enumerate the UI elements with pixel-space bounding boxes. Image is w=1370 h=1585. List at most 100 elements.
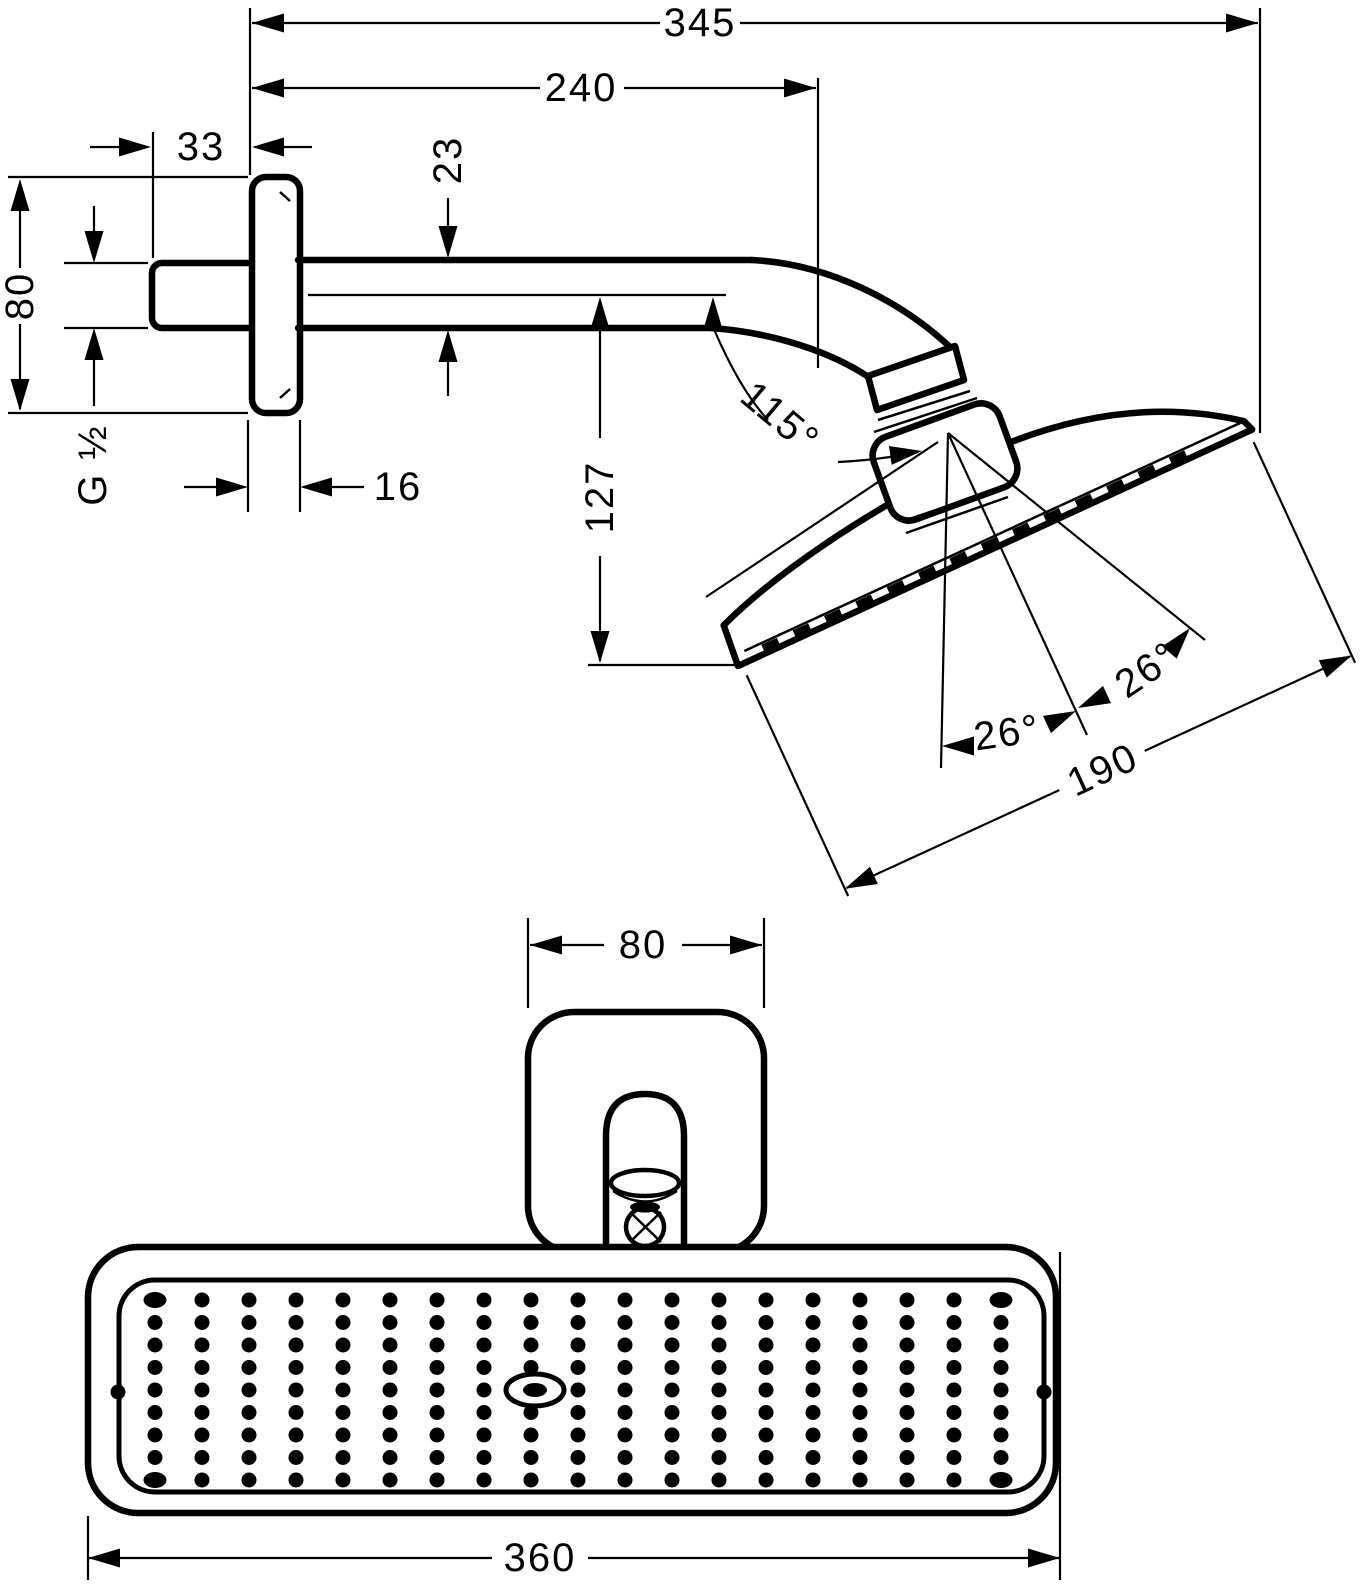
- nozzle-dot: [899, 1472, 915, 1488]
- nozzle-dot: [758, 1337, 774, 1353]
- nozzle-dot: [523, 1292, 539, 1308]
- nozzle-dot: [288, 1405, 304, 1420]
- face-nozzle-dash: [1137, 464, 1156, 479]
- nozzle-dot: [429, 1405, 445, 1420]
- nozzle-grid: [110, 1292, 1052, 1488]
- nozzle-dot: [335, 1315, 351, 1330]
- joint-construction-line: [705, 441, 939, 598]
- arm-bend-outer: [748, 256, 954, 351]
- face-nozzle-dash: [949, 551, 968, 565]
- nozzle-dot: [946, 1405, 962, 1420]
- dim-drop-height-label: 127: [578, 461, 622, 534]
- face-nozzle-dash: [1074, 493, 1094, 508]
- nozzle-dot: [664, 1450, 680, 1465]
- ball-joint-cross: [629, 1211, 662, 1243]
- nozzle-dot: [523, 1472, 539, 1488]
- nozzle-dot: [899, 1382, 915, 1398]
- nozzle-dot: [805, 1382, 821, 1398]
- connector-thread-line: [877, 389, 971, 422]
- nozzle-dot: [899, 1405, 915, 1420]
- nozzle-dot: [617, 1427, 633, 1443]
- dim-arm-height: 23: [426, 136, 470, 396]
- nozzle-dot-rim: [1036, 1384, 1052, 1400]
- nozzle-dot: [852, 1315, 868, 1330]
- nozzle-dot: [382, 1382, 398, 1398]
- nozzle-dot: [899, 1292, 915, 1308]
- dim-head-width: 360: [86, 1252, 1062, 1580]
- nozzle-dot: [946, 1337, 962, 1353]
- nozzle-dot: [476, 1315, 492, 1330]
- nozzle-dot: [711, 1427, 727, 1443]
- nozzle-dot: [946, 1450, 962, 1465]
- nozzle-dot: [147, 1337, 163, 1353]
- face-nozzle-dash: [1106, 479, 1125, 493]
- face-nozzle-dash: [980, 536, 1000, 551]
- arm-bend-inner: [706, 324, 874, 382]
- joint-collar-front: [608, 1167, 682, 1199]
- nozzle-dot: [194, 1427, 210, 1443]
- nozzle-dot: [241, 1427, 257, 1443]
- dim-escutcheon-height-label: 80: [0, 272, 42, 321]
- escutcheon-edge-tick: [279, 388, 291, 399]
- nozzle-dot: [476, 1472, 492, 1488]
- nozzle-dot: [288, 1450, 304, 1465]
- nozzle-dot: [194, 1405, 210, 1420]
- dim-escutcheon-width-label: 80: [619, 923, 668, 967]
- nozzle-dot: [570, 1450, 586, 1465]
- nozzle-dot: [852, 1427, 868, 1443]
- nozzle-dot: [617, 1472, 633, 1488]
- nozzle-dot: [241, 1360, 257, 1375]
- nozzle-dot: [993, 1405, 1009, 1420]
- nozzle-dot-rim: [110, 1384, 126, 1400]
- dim-head-angle-label: 115°: [732, 373, 828, 463]
- nozzle-dot: [570, 1427, 586, 1443]
- nozzle-dot: [993, 1450, 1009, 1465]
- face-nozzle-dash: [1043, 507, 1062, 522]
- nozzle-dot: [664, 1472, 680, 1488]
- nozzle-dot: [805, 1427, 821, 1443]
- nozzle-dot: [570, 1360, 586, 1375]
- nozzle-dot: [241, 1292, 257, 1308]
- face-nozzle-dash: [918, 565, 937, 580]
- nozzle-dot: [523, 1315, 539, 1330]
- nozzle-dot: [852, 1450, 868, 1465]
- nozzle-dot: [664, 1337, 680, 1353]
- nozzle-dot: [288, 1292, 304, 1308]
- nozzle-dot: [758, 1382, 774, 1398]
- connector-nut: [864, 342, 968, 414]
- dim-escutcheon-depth-label: 16: [374, 465, 423, 509]
- nozzle-dot: [382, 1360, 398, 1375]
- nozzle-dot: [382, 1472, 398, 1488]
- nozzle-dot: [758, 1427, 774, 1443]
- joint-seam-line: [902, 483, 1013, 523]
- nozzle-dot: [758, 1315, 774, 1330]
- nozzle-dot: [993, 1382, 1009, 1398]
- nozzle-dot: [147, 1382, 163, 1398]
- nozzle-dot: [382, 1405, 398, 1420]
- nozzle-dot: [664, 1405, 680, 1420]
- ball-joint-band: [630, 1201, 660, 1213]
- nozzle-dot: [147, 1450, 163, 1465]
- nozzle-dot: [523, 1405, 539, 1420]
- face-nozzle-dash: [886, 580, 906, 594]
- nozzle-dot: [899, 1360, 915, 1375]
- nozzle-dot: [758, 1450, 774, 1465]
- dim-head-face-length-label: 190: [1061, 735, 1145, 805]
- nozzle-dot: [664, 1315, 680, 1330]
- nozzle-dot: [852, 1337, 868, 1353]
- nozzle-dot: [899, 1315, 915, 1330]
- escutcheon-body: [248, 173, 304, 417]
- nozzle-dot: [147, 1405, 163, 1420]
- nozzle-dot: [711, 1382, 727, 1398]
- nozzle-dot: [194, 1472, 210, 1488]
- nozzle-dot: [993, 1360, 1009, 1375]
- nozzle-dot: [993, 1337, 1009, 1353]
- face-nozzle-dash: [855, 594, 874, 608]
- face-nozzle-dash: [761, 637, 780, 652]
- nozzle-dot: [476, 1405, 492, 1420]
- nozzle-dot: [711, 1405, 727, 1420]
- nozzle-dot: [570, 1337, 586, 1353]
- nozzle-dot: [429, 1315, 445, 1330]
- nozzle-dot: [946, 1427, 962, 1443]
- joint-collar-arc: [612, 1189, 678, 1203]
